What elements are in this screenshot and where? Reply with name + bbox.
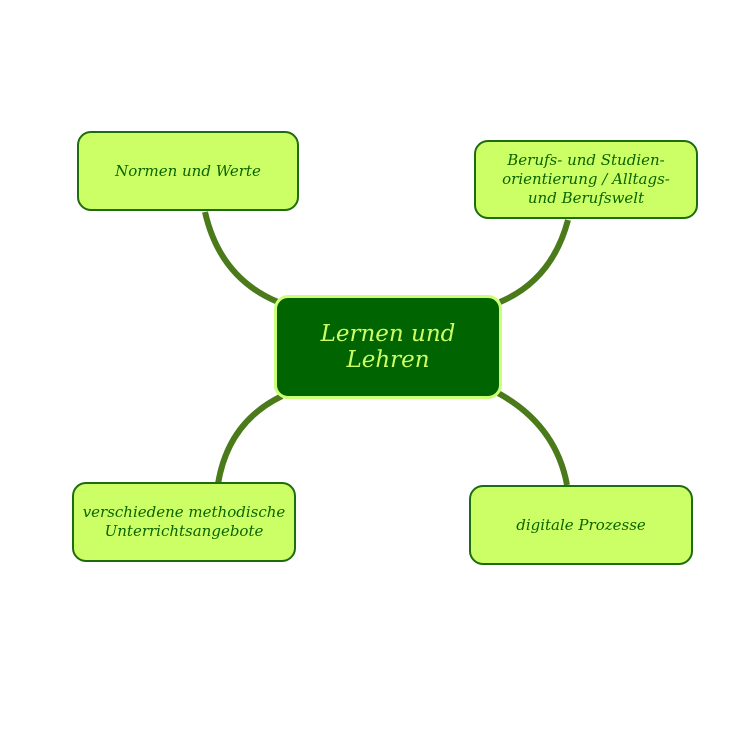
- node-normen-und-werte[interactable]: Normen und Werte: [77, 131, 299, 211]
- node-label: Normen und Werte: [115, 161, 261, 180]
- node-label: Berufs- und Studien-orientierung / Allta…: [502, 151, 670, 207]
- connector-normen: [202, 211, 280, 305]
- node-label: digitale Prozesse: [516, 515, 646, 534]
- center-node[interactable]: Lernen und Lehren: [274, 295, 502, 399]
- node-digitale-prozesse[interactable]: digitale Prozesse: [469, 485, 693, 565]
- node-label: verschiedene methodische Unterrichtsange…: [82, 503, 286, 540]
- connector-berufs: [498, 219, 571, 305]
- center-label: Lernen und Lehren: [320, 321, 456, 373]
- connector-methodisch: [215, 393, 284, 485]
- node-unterrichtsangebote[interactable]: verschiedene methodische Unterrichtsange…: [72, 482, 296, 562]
- connector-digital: [496, 390, 570, 486]
- node-berufsorientierung[interactable]: Berufs- und Studien-orientierung / Allta…: [474, 140, 698, 219]
